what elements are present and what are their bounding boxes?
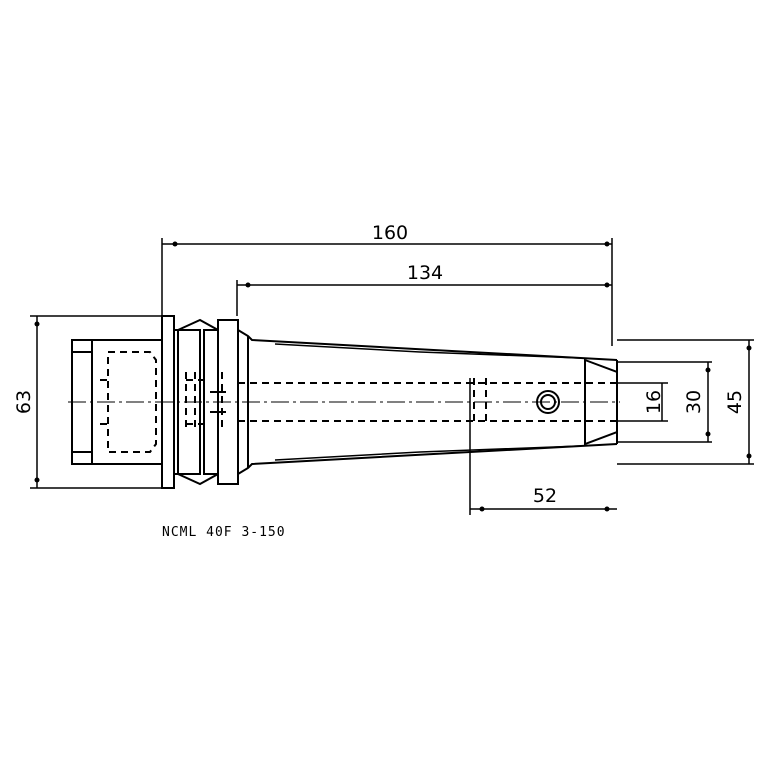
part-number-caption: NCML 40F 3-150 xyxy=(162,525,286,540)
dim-label-63: 63 xyxy=(13,390,35,414)
dimension-overall-length: 160 xyxy=(161,222,613,346)
dimension-bore-depth: 52 xyxy=(469,378,617,515)
shank-surface-line xyxy=(274,343,581,359)
dim-label-134: 134 xyxy=(407,262,443,284)
hidden-cavity xyxy=(107,351,157,453)
arrow-tick xyxy=(746,345,752,351)
arrow-tick xyxy=(604,241,610,247)
arrow-tick xyxy=(746,453,752,459)
dimension-flange-diameter: 63 xyxy=(13,315,162,489)
shank-bottom-edge xyxy=(237,443,618,475)
dim-label-52: 52 xyxy=(533,485,557,507)
arrow-tick xyxy=(604,506,610,512)
dim-label-160: 160 xyxy=(372,222,408,244)
arrow-tick xyxy=(172,241,178,247)
arrow-tick xyxy=(34,477,40,483)
arrow-tick xyxy=(245,282,251,288)
tool-holder-shank xyxy=(237,329,618,475)
dim-label-45: 45 xyxy=(724,390,746,414)
shank-surface-line xyxy=(274,445,581,461)
arrow-tick xyxy=(479,506,485,512)
dim-label-16: 16 xyxy=(643,390,665,414)
arrow-tick xyxy=(705,431,711,437)
arrow-tick xyxy=(34,321,40,327)
dimension-shank-length: 134 xyxy=(236,262,612,316)
dimension-right-diameters: 16 30 45 xyxy=(610,339,754,465)
shank-top-edge xyxy=(237,329,618,361)
arrow-tick xyxy=(705,367,711,373)
dim-label-30: 30 xyxy=(683,390,705,414)
arrow-tick xyxy=(604,282,610,288)
